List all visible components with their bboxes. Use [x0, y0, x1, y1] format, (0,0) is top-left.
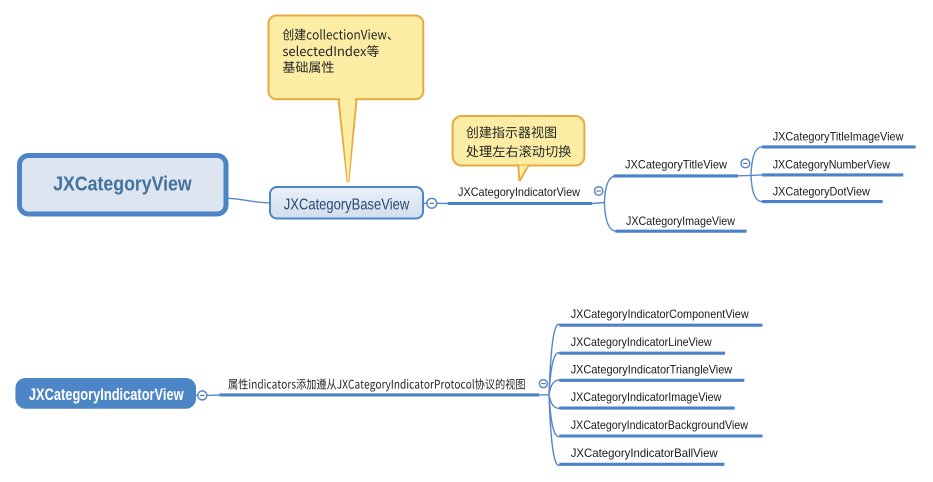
svg-text:JXCategoryImageView: JXCategoryImageView [626, 214, 735, 228]
svg-text:JXCategoryIndicatorImageView: JXCategoryIndicatorImageView [571, 390, 722, 404]
svg-text:JXCategoryTitleImageView: JXCategoryTitleImageView [773, 130, 904, 144]
svg-text:JXCategoryView: JXCategoryView [53, 174, 192, 196]
svg-text:JXCategoryIndicatorComponentVi: JXCategoryIndicatorComponentView [571, 307, 749, 321]
svg-text:JXCategoryIndicatorTriangleVie: JXCategoryIndicatorTriangleView [571, 363, 733, 377]
svg-text:JXCategoryIndicatorBallView: JXCategoryIndicatorBallView [571, 446, 718, 460]
svg-text:JXCategoryDotView: JXCategoryDotView [773, 185, 870, 199]
svg-text:JXCategoryIndicatorLineView: JXCategoryIndicatorLineView [571, 335, 712, 349]
svg-text:JXCategoryNumberView: JXCategoryNumberView [773, 158, 891, 172]
svg-text:JXCategoryIndicatorView: JXCategoryIndicatorView [29, 386, 184, 404]
svg-text:JXCategoryIndicatorView: JXCategoryIndicatorView [458, 185, 580, 199]
svg-text:JXCategoryIndicatorBackgroundV: JXCategoryIndicatorBackgroundView [571, 418, 749, 432]
svg-text:JXCategoryBaseView: JXCategoryBaseView [284, 197, 410, 214]
svg-text:JXCategoryTitleView: JXCategoryTitleView [625, 158, 727, 172]
